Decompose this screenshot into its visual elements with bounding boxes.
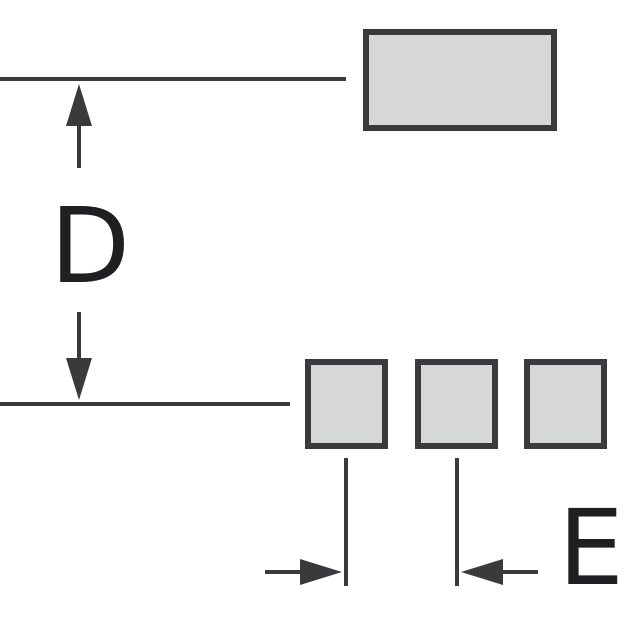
dimension-d-lower-arrow: [66, 312, 92, 400]
dimension-e-right-arrow: [461, 559, 538, 585]
large-pad: [363, 29, 557, 131]
small-pad-3: [524, 359, 607, 449]
small-pad-2: [415, 359, 498, 449]
dimension-d-label: D: [50, 185, 130, 307]
small-pad-1: [305, 359, 388, 449]
dimension-e-label: E: [558, 487, 624, 609]
dimension-d-upper-arrow: [66, 84, 92, 168]
dimension-e-left-arrow: [265, 559, 342, 585]
